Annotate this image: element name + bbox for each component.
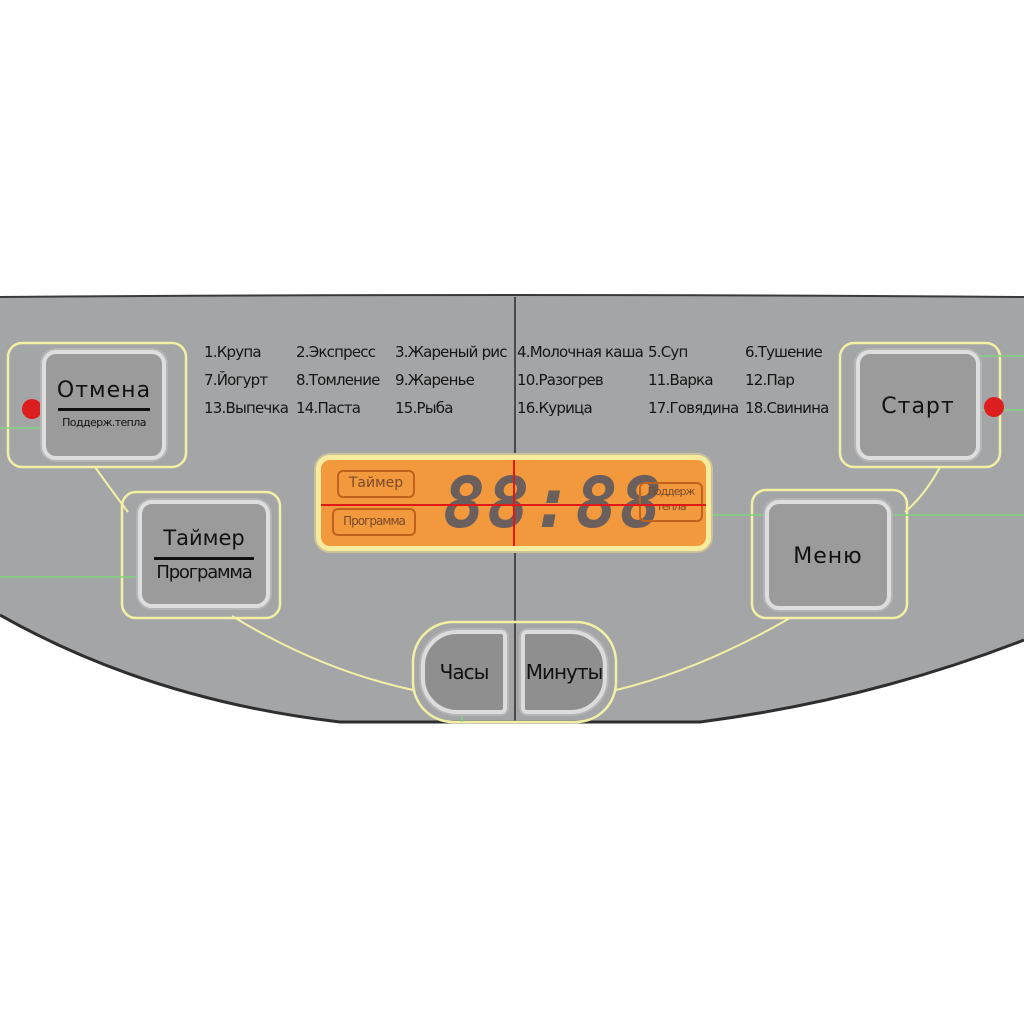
lcd-keep-warm-line2: тепла xyxy=(656,500,686,513)
lcd-program-indicator: Программа xyxy=(332,508,416,536)
program-label: 11.Варка xyxy=(648,371,714,389)
program-label: 16.Курица xyxy=(517,399,593,417)
minutes-button-label: Минуты xyxy=(525,660,604,684)
cancel-button-divider xyxy=(58,408,150,411)
cancel-indicator-led xyxy=(22,399,42,419)
lcd-display: Таймер Программа 88:88 Поддерж тепла xyxy=(316,455,711,551)
program-label: 5.Суп xyxy=(648,343,688,361)
cancel-button[interactable]: Отмена Поддерж.тепла xyxy=(42,350,166,460)
lcd-keep-warm-line1: Поддерж xyxy=(647,485,696,498)
program-label: 2.Экспресс xyxy=(296,343,376,361)
hours-minutes-frame xyxy=(411,620,618,724)
hours-button-label: Часы xyxy=(439,660,490,684)
menu-frame xyxy=(750,488,909,620)
program-label: 8.Томление xyxy=(296,371,380,389)
menu-button-label: Меню xyxy=(793,544,863,569)
program-label: 17.Говядина xyxy=(648,399,739,417)
connector-right-bottom xyxy=(615,617,791,691)
program-label: 7.Йогурт xyxy=(204,371,268,389)
program-label: 9.Жаренье xyxy=(395,371,475,389)
connector-left-bottom xyxy=(231,615,414,691)
panel-bottom-edge xyxy=(0,613,1024,724)
panel-top-edge xyxy=(0,294,1024,298)
lcd-keep-warm-indicator: Поддерж тепла xyxy=(639,482,703,522)
timer-button-sublabel: Программа xyxy=(156,562,252,583)
timer-frame xyxy=(120,490,282,620)
program-label: 12.Пар xyxy=(745,371,795,389)
program-label: 10.Разогрев xyxy=(517,371,604,389)
connector-left-top xyxy=(94,466,129,513)
connector-right-top xyxy=(904,466,941,513)
program-label: 15.Рыба xyxy=(395,399,453,417)
program-label: 1.Крупа xyxy=(204,343,262,361)
lcd-timer-indicator: Таймер xyxy=(337,470,415,498)
start-button-label: Старт xyxy=(881,394,955,419)
timer-button-divider xyxy=(154,557,254,560)
program-label: 18.Свинина xyxy=(745,399,829,417)
start-button[interactable]: Старт xyxy=(856,350,980,460)
program-label: 6.Тушение xyxy=(745,343,823,361)
start-indicator-led xyxy=(984,397,1004,417)
program-label: 3.Жареный рис xyxy=(395,343,508,361)
program-label: 14.Паста xyxy=(296,399,361,417)
timer-button[interactable]: Таймер Программа xyxy=(138,500,270,608)
hours-button[interactable]: Часы xyxy=(421,630,507,714)
cancel-frame xyxy=(6,341,188,469)
menu-button[interactable]: Меню xyxy=(765,500,891,610)
lcd-time-digits: 88:88 xyxy=(443,462,664,544)
program-label: 4.Молочная каша xyxy=(517,343,644,361)
timer-button-label: Таймер xyxy=(163,526,245,550)
cancel-button-sublabel: Поддерж.тепла xyxy=(62,416,146,429)
minutes-button[interactable]: Минуты xyxy=(521,630,607,714)
cancel-button-label: Отмена xyxy=(56,378,152,403)
lcd-crosshair xyxy=(321,460,706,546)
program-label: 13.Выпечка xyxy=(204,399,289,417)
